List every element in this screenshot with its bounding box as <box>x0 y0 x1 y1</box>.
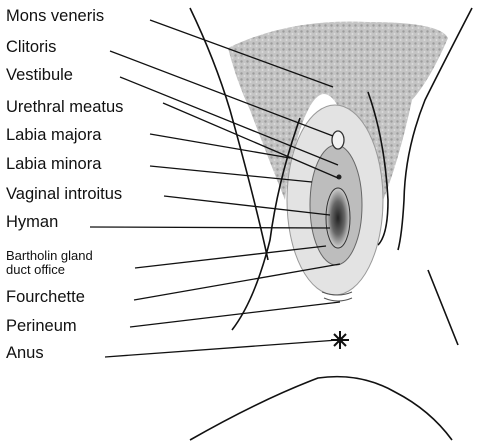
right-leg-outline <box>428 270 458 345</box>
leader-perineum <box>130 302 340 327</box>
label-urethral-meatus: Urethral meatus <box>6 99 123 116</box>
label-fourchette: Fourchette <box>6 289 85 306</box>
leader-fourchette <box>134 264 340 300</box>
label-anus: Anus <box>6 345 44 362</box>
label-mons-veneris: Mons veneris <box>6 8 104 25</box>
leader-anus <box>105 340 338 357</box>
label-bartholin-line2: duct office <box>6 263 65 277</box>
label-labia-minora: Labia minora <box>6 156 101 173</box>
clitoris-shape <box>332 131 344 149</box>
label-labia-majora: Labia majora <box>6 127 101 144</box>
label-bartholin-line1: Bartholin gland <box>6 249 93 263</box>
buttock-curve <box>190 377 452 440</box>
label-vestibule: Vestibule <box>6 67 73 84</box>
label-perineum: Perineum <box>6 318 77 335</box>
label-vaginal-introitus: Vaginal introitus <box>6 186 122 203</box>
label-clitoris: Clitoris <box>6 39 56 56</box>
introitus-shape <box>326 188 350 248</box>
label-hyman: Hyman <box>6 214 58 231</box>
